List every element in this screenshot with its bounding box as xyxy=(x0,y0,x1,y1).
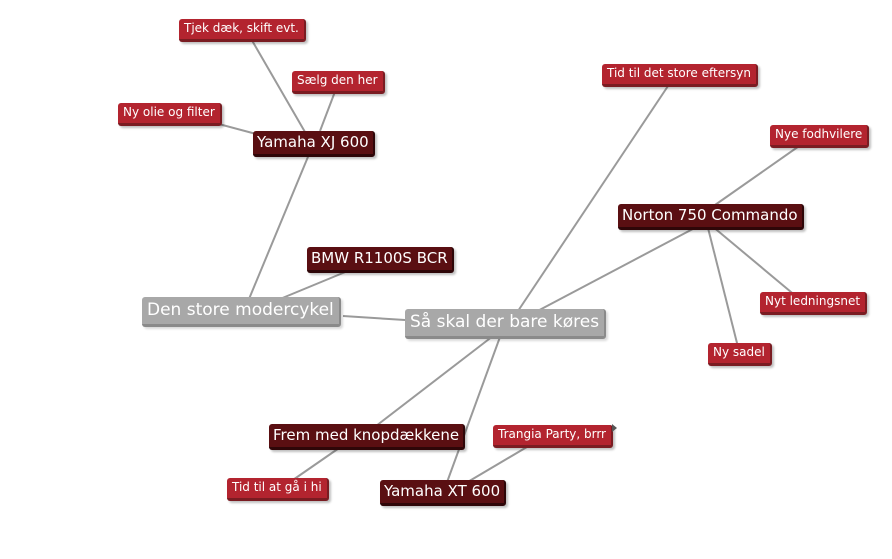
yamaha-xj-node[interactable]: Yamaha XJ 600 xyxy=(253,131,375,157)
sadel-node[interactable]: Ny sadel xyxy=(708,343,772,366)
knop-node-label: Frem med knopdækkene xyxy=(273,426,460,444)
connector-bike-yamaha-xj xyxy=(248,151,311,300)
connector-yamaha-xj-saelg xyxy=(319,88,337,132)
fodhvilere-node-label: Nye fodhvilere xyxy=(775,127,863,141)
connector-norton-fodhvilere xyxy=(714,143,803,206)
connector-knop-gaa xyxy=(289,445,343,483)
yamaha-xt-node-label: Yamaha XT 600 xyxy=(384,482,501,500)
tjek-node[interactable]: Tjek dæk, skift evt. xyxy=(179,19,306,42)
saelg-node-label: Sælg den her xyxy=(297,73,378,87)
bmw-node-label: BMW R1100S BCR xyxy=(311,249,448,267)
connector-yamaha-xj-olie xyxy=(214,122,261,136)
collapse-arrow-icon[interactable] xyxy=(612,424,617,432)
trangia-node-label: Trangia Party, brrr xyxy=(498,427,606,441)
connector-center-eftersyn xyxy=(517,82,671,312)
trangia-node[interactable]: Trangia Party, brrr xyxy=(493,425,613,448)
bike-node-label: Den store modercykel xyxy=(147,300,334,320)
center-node[interactable]: Så skal der bare køres xyxy=(405,309,607,339)
connector-center-knop xyxy=(375,335,494,427)
norton-node-label: Norton 750 Commando xyxy=(622,206,798,224)
connector-yamaha-xt-trangia xyxy=(465,443,533,484)
olie-node[interactable]: Ny olie og filter xyxy=(118,103,222,126)
yamaha-xj-node-label: Yamaha XJ 600 xyxy=(257,133,369,151)
sadel-node-label: Ny sadel xyxy=(713,345,765,359)
connector-center-yamaha-xt xyxy=(445,336,501,486)
knop-node[interactable]: Frem med knopdækkene xyxy=(269,424,466,450)
center-node-label: Så skal der bare køres xyxy=(410,312,600,332)
connector-center-norton xyxy=(529,221,707,316)
bmw-node[interactable]: BMW R1100S BCR xyxy=(307,247,454,273)
fodhvilere-node[interactable]: Nye fodhvilere xyxy=(770,125,870,148)
norton-node[interactable]: Norton 750 Commando xyxy=(618,204,804,230)
connector-center-bike xyxy=(342,315,406,321)
connector-norton-ledningsnet xyxy=(711,225,798,298)
saelg-node[interactable]: Sælg den her xyxy=(292,71,385,94)
gaa-node-label: Tid til at gå i hi xyxy=(232,480,322,494)
connector-yamaha-xj-tjek xyxy=(249,36,306,133)
ledningsnet-node[interactable]: Nyt ledningsnet xyxy=(760,292,868,315)
eftersyn-node[interactable]: Tid til det store eftersyn xyxy=(602,64,758,87)
eftersyn-node-label: Tid til det store eftersyn xyxy=(607,66,751,80)
olie-node-label: Ny olie og filter xyxy=(123,105,215,119)
gaa-node[interactable]: Tid til at gå i hi xyxy=(227,478,329,501)
ledningsnet-node-label: Nyt ledningsnet xyxy=(765,294,861,308)
tjek-node-label: Tjek dæk, skift evt. xyxy=(184,21,299,35)
yamaha-xt-node[interactable]: Yamaha XT 600 xyxy=(380,480,507,506)
connector-norton-sadel xyxy=(707,227,739,348)
bike-node[interactable]: Den store modercykel xyxy=(142,297,341,327)
connector-bike-bmw xyxy=(279,267,356,300)
